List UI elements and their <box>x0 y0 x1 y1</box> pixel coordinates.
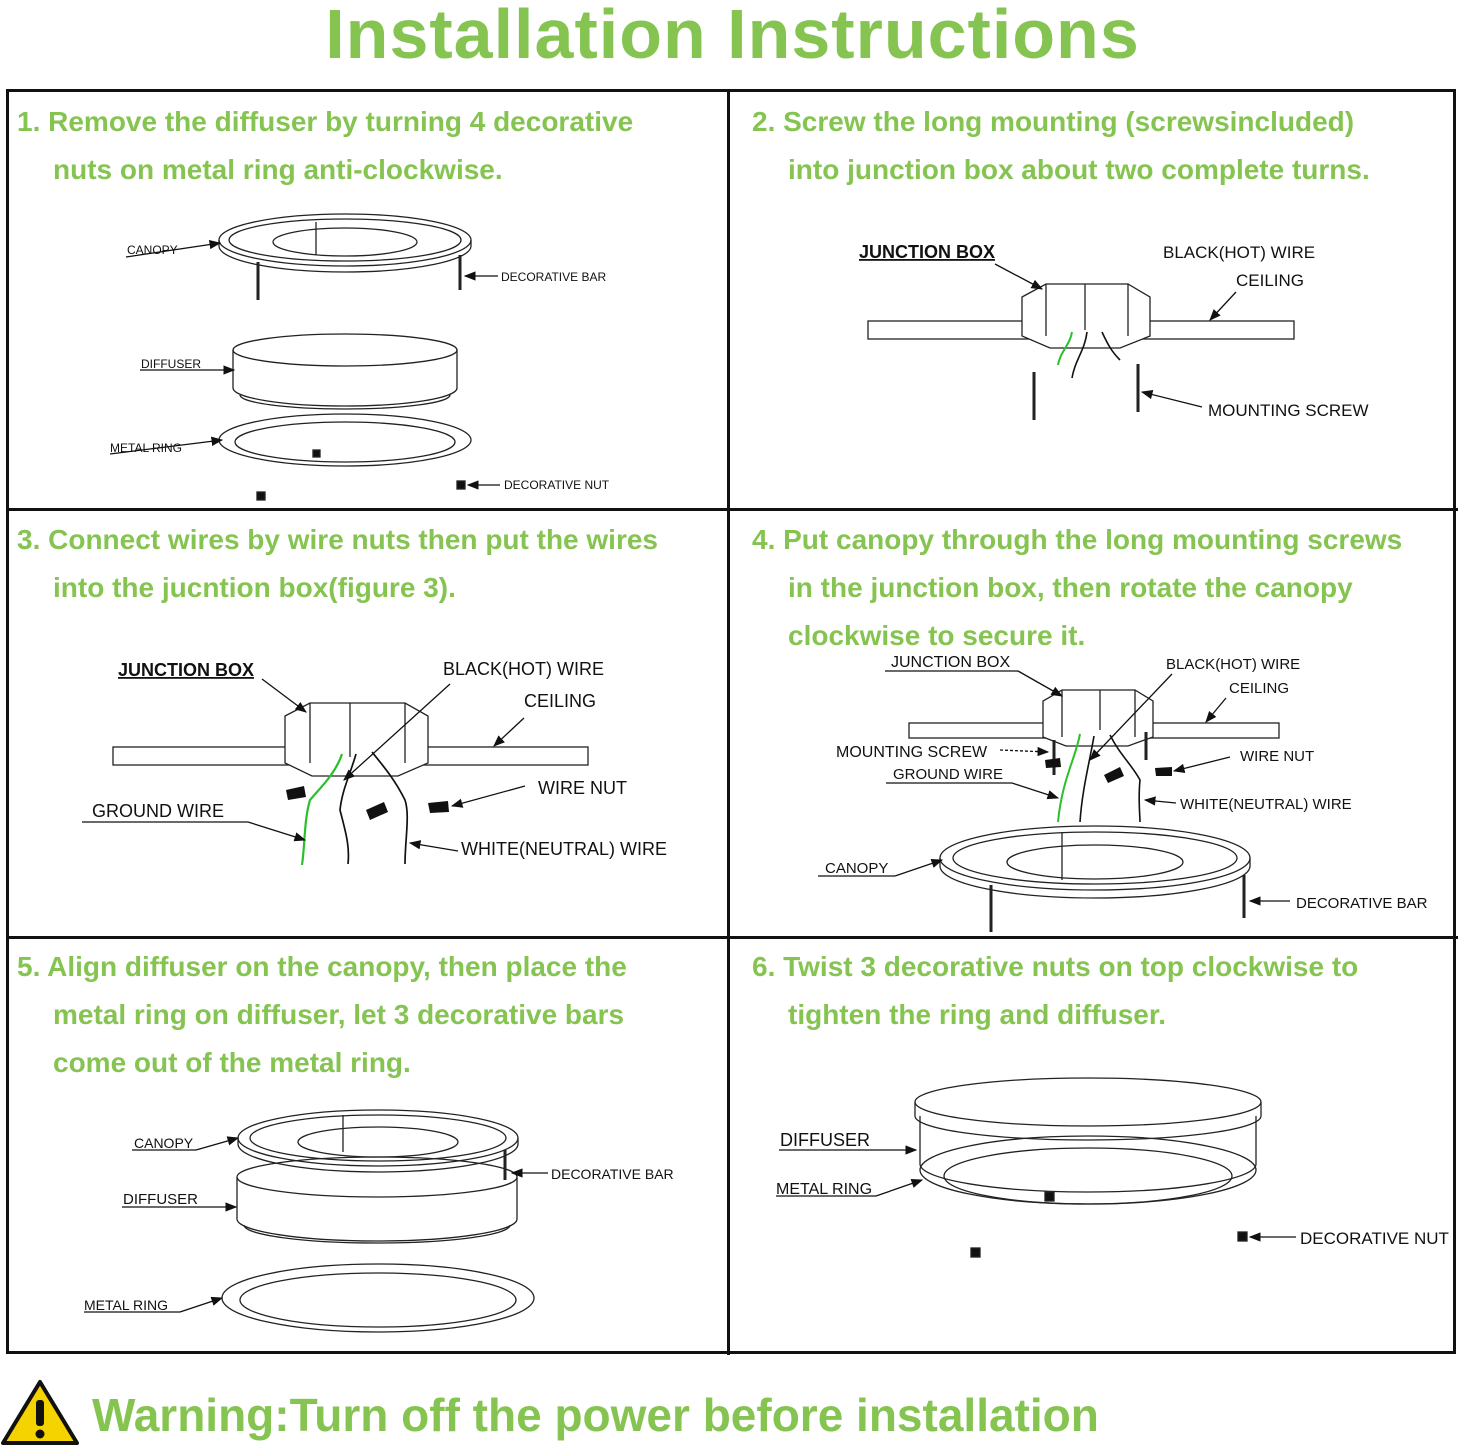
fig1-diffuser-label: DIFFUSER <box>141 357 201 371</box>
figure-2 <box>867 263 1295 420</box>
fig4-wire-nut-label: WIRE NUT <box>1240 748 1314 765</box>
fig1-canopy-label: CANOPY <box>127 243 178 257</box>
fig4-white-neutral-wire-label: WHITE(NEUTRAL) WIRE <box>1180 796 1352 813</box>
fig3-wire-nut-label: WIRE NUT <box>538 778 627 798</box>
figure-1 <box>109 213 500 501</box>
warning-triangle-icon <box>1 1380 79 1445</box>
fig2-black-hot-wire-label: BLACK(HOT) WIRE <box>1163 243 1315 262</box>
grid-divider-vertical <box>727 89 730 1355</box>
junction-box-drawing <box>1042 689 1154 747</box>
fig3-black-hot-wire-label: BLACK(HOT) WIRE <box>443 659 604 679</box>
step-4-text: 4. Put canopy through the long mounting … <box>752 524 1403 651</box>
diffuser-drawing <box>236 1156 518 1244</box>
step-6-text: 6. Twist 3 decorative nuts on top clockw… <box>752 951 1359 1030</box>
junction-box-drawing <box>284 702 429 777</box>
fig1-decorative-nut-label: DECORATIVE NUT <box>504 478 610 492</box>
figure-3 <box>82 678 589 866</box>
instruction-grid <box>6 89 1456 1354</box>
fig5-decorative-bar-label: DECORATIVE BAR <box>551 1166 674 1182</box>
grid-divider-row2 <box>6 936 1458 939</box>
fig3-white-neutral-wire-label: WHITE(NEUTRAL) WIRE <box>461 839 667 859</box>
fig4-ceiling-label: CEILING <box>1229 680 1289 697</box>
fig5-diffuser-label: DIFFUSER <box>123 1191 198 1208</box>
metal-ring-drawing <box>221 1263 535 1333</box>
junction-box-drawing <box>1021 283 1151 349</box>
assembled-light-drawing <box>914 1077 1262 1258</box>
fig2-ceiling-label: CEILING <box>1236 271 1304 290</box>
fig4-canopy-label: CANOPY <box>825 860 888 877</box>
fig1-metal-ring-label: METAL RING <box>110 441 182 455</box>
fig2-mounting-screw-label: MOUNTING SCREW <box>1208 401 1369 420</box>
fig4-black-hot-wire-label: BLACK(HOT) WIRE <box>1166 656 1300 673</box>
fig4-decorative-bar-label: DECORATIVE BAR <box>1296 895 1428 912</box>
fig4-ground-wire-label: GROUND WIRE <box>893 766 1003 783</box>
fig5-canopy-label: CANOPY <box>134 1135 194 1151</box>
step-3-text: 3. Connect wires by wire nuts then put t… <box>17 524 659 603</box>
page-title: Installation Instructions <box>325 0 1140 73</box>
canopy-drawing <box>218 213 472 300</box>
fig5-metal-ring-label: METAL RING <box>84 1297 168 1313</box>
fig6-diffuser-label: DIFFUSER <box>780 1130 870 1150</box>
metal-ring-drawing <box>218 413 472 501</box>
canopy-drawing <box>237 1109 519 1180</box>
fig6-decorative-nut-label: DECORATIVE NUT <box>1300 1229 1449 1248</box>
fig3-ground-wire-label: GROUND WIRE <box>92 801 224 821</box>
figure-4 <box>818 670 1290 932</box>
figure-6 <box>776 1077 1296 1258</box>
fig4-junction-box-label: JUNCTION BOX <box>891 654 1010 671</box>
fig3-ceiling-label: CEILING <box>524 691 596 711</box>
step-1-text: 1. Remove the diffuser by turning 4 deco… <box>17 106 634 185</box>
warning-message: Warning:Turn off the power before instal… <box>92 1389 1099 1441</box>
diffuser-drawing <box>232 333 458 410</box>
canopy-drawing <box>939 825 1251 932</box>
fig6-metal-ring-label: METAL RING <box>776 1181 872 1198</box>
step-2-text: 2. Screw the long mounting (screwsinclud… <box>752 106 1370 185</box>
fig1-decorative-bar-label: DECORATIVE BAR <box>501 270 606 284</box>
grid-divider-row1 <box>6 508 1458 511</box>
figure-5 <box>84 1109 548 1333</box>
step-5-text: 5. Align diffuser on the canopy, then pl… <box>17 951 627 1078</box>
fig2-junction-box-label: JUNCTION BOX <box>859 242 995 262</box>
fig3-junction-box-label: JUNCTION BOX <box>118 660 254 680</box>
fig4-mounting-screw-label: MOUNTING SCREW <box>836 744 988 761</box>
